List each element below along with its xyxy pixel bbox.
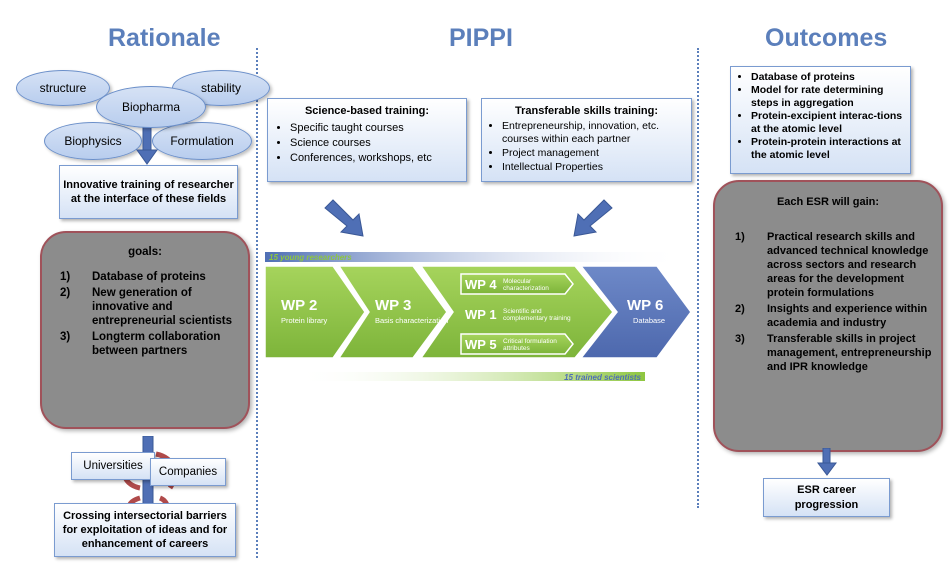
- wp1-sub2: complementary training: [503, 315, 571, 322]
- band-top-label: 15 young researchers: [269, 253, 352, 262]
- transferable-training-box: Transferable skills training: Entreprene…: [481, 98, 692, 182]
- outcomes-list-box: Database of proteins Model for rate dete…: [730, 66, 911, 174]
- bottom-band: [295, 372, 645, 381]
- ellipse-biopharma: Biopharma: [96, 86, 206, 128]
- esr-gain-title: Each ESR will gain:: [776, 196, 880, 208]
- wp2-sub: Protein library: [281, 316, 328, 325]
- wp4-label: WP 4: [465, 277, 497, 292]
- outcomes-heading: Outcomes: [765, 24, 888, 52]
- left-divider: [256, 48, 258, 558]
- wp4-sub2: characterization: [503, 285, 549, 292]
- band-bottom-label: 15 trained scientists: [564, 373, 641, 382]
- wp1-label: WP 1: [465, 307, 497, 322]
- top-band: [265, 252, 685, 262]
- wp1-sub1: Scientific and: [503, 308, 542, 315]
- wp5-tag: [460, 333, 574, 355]
- science-training-box: Science-based training: Specific taught …: [267, 98, 467, 182]
- wp6-sub: Database: [633, 316, 665, 325]
- career-box: ESR career progression: [763, 478, 890, 517]
- companies-box: Companies: [150, 458, 226, 486]
- ellipse-structure: structure: [16, 70, 110, 106]
- list-item: Project management: [502, 146, 685, 160]
- goal-item: 2)New generation of innovative and entre…: [60, 287, 232, 327]
- wp2-label: WP 2: [281, 297, 317, 314]
- wp5-sub2: attributes: [503, 345, 530, 352]
- wp5-label: WP 5: [465, 337, 497, 352]
- goal-item: 1)Database of proteins: [60, 271, 206, 283]
- universities-box: Universities: [71, 452, 155, 480]
- wp3-sub: Basis characterization: [375, 316, 448, 325]
- list-item: Protein-protein interactions at the atom…: [751, 136, 904, 162]
- goal-item: 3)Longterm collaboration between partner…: [60, 331, 221, 357]
- list-item: Conferences, workshops, etc: [290, 151, 458, 166]
- science-training-title: Science-based training:: [304, 105, 430, 117]
- list-item: Entrepreneurship, innovation, etc. cours…: [502, 120, 685, 146]
- barriers-box: Crossing intersectorial barriers for exp…: [54, 503, 236, 557]
- wp2-chevron: [265, 265, 366, 359]
- ellipse-formulation: Formulation: [152, 122, 252, 160]
- esr-gain-panel: Each ESR will gain: 1)Practical research…: [713, 180, 943, 452]
- list-item: Database of proteins: [751, 71, 904, 84]
- wp4-tag: [460, 273, 574, 295]
- arrow-down-icon: [817, 448, 837, 476]
- goals-panel: goals: 1)Database of proteins 2)New gene…: [40, 231, 250, 429]
- goals-title: goals:: [128, 246, 162, 258]
- wp6-chevron: [579, 265, 692, 359]
- esr-item: 2)Insights and experience within academi…: [735, 303, 928, 329]
- diagonal-arrow-icon: [324, 199, 364, 237]
- wp4-sub1: Molecular: [503, 278, 532, 285]
- wp5-sub1: Critical formulation: [503, 338, 557, 345]
- list-item: Science courses: [290, 136, 458, 151]
- work-package-diagram: 15 young researchers 15 trained scientis…: [265, 252, 692, 382]
- list-item: Intellectual Properties: [502, 160, 685, 174]
- wp6-label: WP 6: [627, 297, 663, 314]
- innovative-training-box: Innovative training of researcher at the…: [59, 165, 238, 219]
- wp3-chevron: [337, 265, 448, 359]
- pippi-heading: PIPPI: [449, 24, 513, 52]
- esr-item: 1)Practical research skills and advanced…: [735, 231, 929, 299]
- right-divider: [697, 48, 699, 508]
- wp3-label: WP 3: [375, 297, 411, 314]
- list-item: Protein-excipient interac-tions at the a…: [751, 110, 904, 136]
- transferable-training-title: Transferable skills training:: [514, 105, 659, 117]
- rationale-heading: Rationale: [108, 24, 221, 52]
- ellipse-biophysics: Biophysics: [44, 122, 142, 160]
- diagonal-arrow-icon: [573, 199, 613, 237]
- arrow-down-icon: [136, 126, 158, 165]
- list-item: Specific taught courses: [290, 121, 458, 136]
- esr-item: 3)Transferable skills in project managem…: [735, 333, 932, 373]
- list-item: Model for rate determining steps in aggr…: [751, 84, 904, 110]
